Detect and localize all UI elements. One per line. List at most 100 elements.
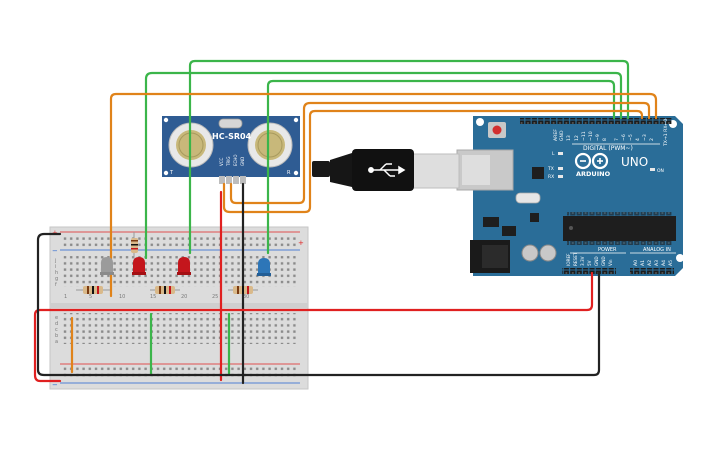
wire-black-gnd[interactable]: [36, 232, 601, 377]
power-pin-labels: IOREF RESET 3.3V 5V GND GND Vin: [566, 252, 613, 266]
svg-text:~11: ~11: [581, 131, 587, 141]
svg-text:4: 4: [635, 138, 641, 141]
resistor-1[interactable]: [76, 286, 110, 294]
svg-text:A4: A4: [661, 260, 667, 266]
on-led: [650, 168, 655, 171]
usb-plug-taper: [330, 153, 352, 187]
breadboard: j i h g f e d c b a 1 5 10 15 20 25 30 +…: [49, 226, 309, 390]
terminal-holes-bottom: [62, 313, 298, 344]
wire-green-sensor-led[interactable]: [188, 59, 630, 255]
led-red-1[interactable]: [132, 257, 146, 275]
led-red-2[interactable]: [177, 257, 191, 275]
l-led-label: L: [552, 151, 555, 157]
row-label: a: [55, 339, 58, 345]
row-label: d: [55, 321, 58, 327]
rail-plus-symbol: +: [298, 239, 304, 247]
digital-header[interactable]: [532, 118, 672, 124]
wire-green-red-led[interactable]: [144, 71, 623, 260]
mount-hole: [163, 170, 169, 176]
transducer-right-ring: [257, 132, 283, 158]
usb-jack-inner: [462, 155, 490, 185]
power-header[interactable]: [562, 268, 616, 274]
sensor-pin-gnd[interactable]: [240, 176, 246, 184]
col-label: 20: [181, 294, 187, 300]
mount-hole: [293, 117, 299, 123]
svg-text:GND: GND: [559, 130, 565, 141]
svg-text:A1: A1: [640, 260, 646, 266]
usb-b-plug-metal: [412, 153, 460, 189]
row-label: h: [55, 270, 58, 276]
sensor-pin-vcc[interactable]: [219, 176, 225, 184]
digital-pin-labels: AREF GND 13 12 ~11 ~10 ~9 8 7 ~6 ~5 4 ~3…: [553, 119, 669, 147]
col-label: 25: [212, 294, 218, 300]
hc-sr04-sensor: HC-SR04 T R VCC TRIG ECHO GND: [162, 116, 300, 184]
col-label: 30: [243, 294, 249, 300]
sensor-pin-trig[interactable]: [226, 176, 232, 184]
svg-text:TX→1 RX←0: TX→1 RX←0: [663, 119, 669, 147]
row-label: j: [54, 258, 56, 264]
mount-hole: [293, 170, 299, 176]
row-label: e: [55, 315, 58, 321]
svg-text:Vin: Vin: [608, 259, 613, 266]
wire-orange-echo[interactable]: [222, 109, 644, 214]
wire-green-blue-led[interactable]: [266, 79, 616, 255]
analog-pin-labels: A0 A1 A2 A3 A4 A5: [633, 260, 674, 266]
leds: [100, 257, 271, 276]
analog-header[interactable]: [630, 268, 674, 274]
resistor-2[interactable]: [150, 286, 180, 294]
led-blue[interactable]: [257, 258, 271, 276]
chip-pins-bottom: [567, 241, 672, 245]
analog-label: ANALOG IN: [643, 247, 671, 253]
led-gray[interactable]: [100, 257, 114, 275]
crystal: [515, 192, 541, 204]
atmega-chip: [563, 216, 676, 241]
dc-power-jack-inner: [482, 245, 508, 268]
svg-text:A3: A3: [654, 260, 660, 266]
chip-notch: [569, 226, 573, 230]
row-label: c: [55, 327, 58, 333]
resistor-3[interactable]: [228, 286, 258, 294]
reset-button-cap[interactable]: [492, 125, 502, 135]
wire-orange-trig[interactable]: [229, 101, 651, 205]
sensor-pin-echo[interactable]: [233, 176, 239, 184]
usb-cable-stub: [312, 161, 330, 177]
chip-pins-top: [567, 212, 672, 216]
svg-text:7: 7: [614, 138, 620, 141]
usb-icon: [368, 163, 406, 177]
wire-orange-gray-led[interactable]: [109, 92, 658, 298]
resistor-vertical[interactable]: [131, 232, 138, 258]
svg-text:ECHO: ECHO: [233, 155, 238, 166]
aref-header[interactable]: [520, 118, 532, 124]
center-channel: [50, 303, 308, 308]
svg-text:~5: ~5: [628, 134, 634, 141]
capacitor: [539, 244, 557, 262]
mount-hole: [476, 118, 484, 126]
col-label: 15: [150, 294, 156, 300]
arduino-model: UNO: [621, 155, 648, 169]
svg-text:A2: A2: [647, 260, 653, 266]
wire-red-5v[interactable]: [33, 271, 594, 383]
tx-led-label: TX: [547, 166, 554, 172]
svg-text:3.3V: 3.3V: [580, 256, 585, 266]
rx-led-label: RX: [548, 174, 554, 180]
arduino-brand: ARDUINO: [576, 170, 611, 178]
col-label: 1: [64, 294, 67, 300]
mount-hole: [163, 117, 169, 123]
rail-holes-top: [62, 235, 298, 248]
row-label: b: [55, 333, 58, 339]
mount-hole: [676, 254, 684, 262]
svg-text:RESET: RESET: [573, 252, 578, 266]
svg-text:~6: ~6: [621, 134, 627, 141]
col-label: 5: [89, 294, 92, 300]
on-led-label: ON: [657, 168, 664, 174]
svg-text:VCC: VCC: [219, 157, 224, 166]
sensor-pin-labels: VCC TRIG ECHO GND: [219, 155, 245, 167]
svg-text:~10: ~10: [588, 131, 594, 141]
capacitor: [521, 244, 539, 262]
sensor-label: HC-SR04: [212, 132, 252, 141]
usb-cable: [312, 149, 460, 191]
digital-pwm-label: DIGITAL (PWM~): [583, 145, 633, 152]
power-label: POWER: [598, 247, 617, 253]
svg-text:2: 2: [649, 138, 655, 141]
